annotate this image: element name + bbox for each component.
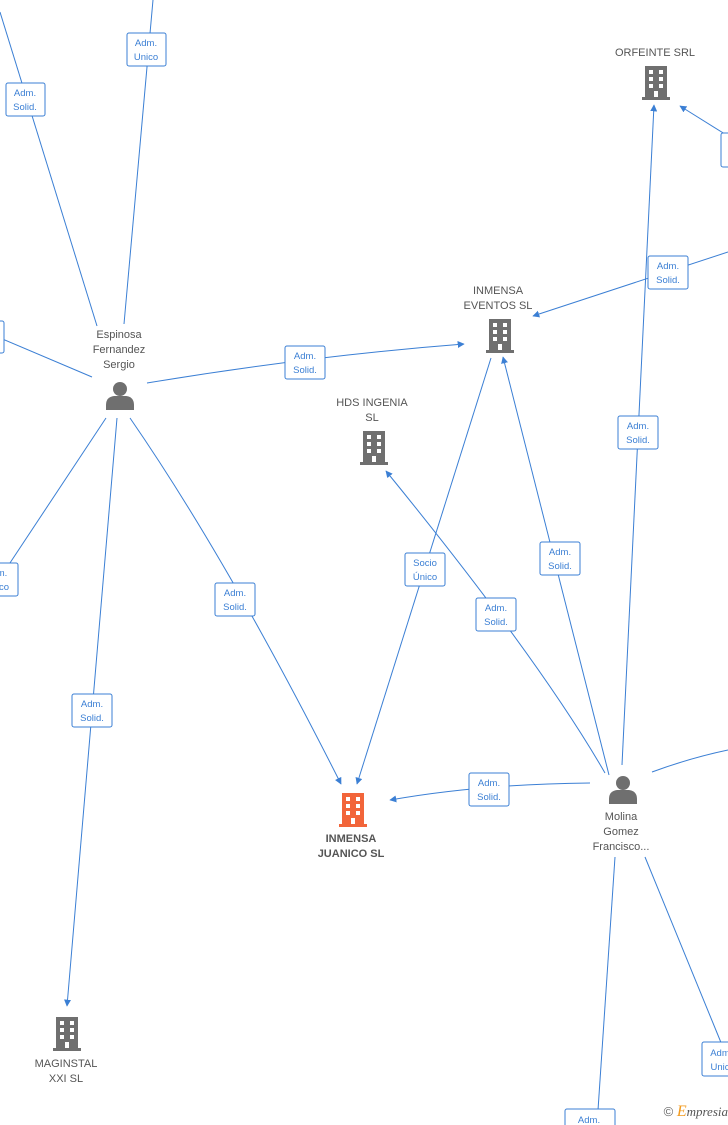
person-icon [106, 382, 134, 410]
node-label-line-1: MAGINSTAL [35, 1058, 98, 1070]
edge-label-line-1: m. [0, 568, 7, 579]
edge-label-line-1: Adm. [627, 421, 649, 432]
edge-label-line-2: Solid. [223, 602, 247, 613]
edge-molina-to-offscreen-bottom [596, 856, 616, 1125]
node-label-line-1: Espinosa [96, 329, 142, 341]
edge-label-line-2: Solid. [293, 365, 317, 376]
edge-label-adm-solid-molina-hds[interactable]: Adm. Solid. [475, 597, 517, 632]
node-espinosa-fernandez-sergio[interactable]: Espinosa Fernandez Sergio [93, 329, 146, 410]
edge-molina-to-offscreen-right [651, 749, 728, 773]
edge-labels: Adm. Unico Adm. Solid. Adm. Solid. Adm. … [0, 32, 728, 1125]
building-icon [642, 66, 670, 100]
edge-label-line-1: Adm. [14, 88, 36, 99]
edge-label-line-1: Adm. [135, 38, 157, 49]
edge-label-line-2: Solid. [626, 435, 650, 446]
edge-label-adm-solid-espinosa-maginstal[interactable]: Adm. Solid. [71, 693, 113, 728]
edge-offscreen-to-inmensa-eventos [532, 251, 728, 318]
edge-label-line-1: Adm. [549, 547, 571, 558]
node-label-line-1: Molina [605, 811, 638, 823]
copyright-symbol: © [663, 1104, 674, 1119]
building-icon [486, 319, 514, 353]
edge-label-line-2: Solid. [477, 792, 501, 803]
edge-label-adm-solid-top-left[interactable]: Adm. Solid. [5, 82, 46, 117]
edge-label-adm-solid-molina-juanico[interactable]: Adm. Solid. [468, 772, 510, 807]
edge-label-line-2: Solid. [13, 102, 37, 113]
edge-label-partial-left[interactable] [0, 320, 5, 354]
edge-label-line-1: Adm. [478, 778, 500, 789]
edge-label-line-1: Adm. [224, 588, 246, 599]
edge-label-partial-top-right[interactable] [720, 132, 728, 168]
node-inmensa-juanico-sl[interactable]: INMENSA JUANICO SL [318, 793, 385, 860]
edge-label-line-1: Adm. [578, 1115, 600, 1125]
building-icon [360, 431, 388, 465]
edge-molina-to-offscreen-lower-right [644, 856, 723, 1046]
edge-label-adm-solid-molina-orfeinte[interactable]: Adm. Solid. [617, 415, 659, 450]
node-label-line-3: Francisco... [593, 841, 650, 853]
node-label-line-3: Sergio [103, 359, 135, 371]
node-label: ORFEINTE SRL [615, 47, 695, 59]
edge-offscreen-to-orfeinte [679, 105, 728, 137]
node-molina-gomez-francisco[interactable]: Molina Gomez Francisco... [593, 776, 650, 853]
building-icon [53, 1017, 81, 1051]
edge-label-line-2: Unico [134, 52, 158, 63]
edge-label-line-2: co [0, 582, 9, 593]
brand-logo-e: E [676, 1103, 687, 1120]
edge-label-line-2: Único [413, 572, 437, 583]
edge-label-partial-lower-left[interactable]: m. co [0, 562, 19, 597]
edge-label-adm-unico-top[interactable]: Adm. Unico [126, 32, 167, 67]
person-icon [609, 776, 637, 804]
node-maginstal-xxi-sl[interactable]: MAGINSTAL XXI SL [35, 1017, 98, 1085]
node-inmensa-eventos-sl[interactable]: INMENSA EVENTOS SL [464, 285, 533, 353]
edge-label-adm-solid-espinosa-juanico[interactable]: Adm. Solid. [214, 582, 256, 617]
edge-offscreen-to-espinosa-top-left [0, 11, 98, 327]
node-label-line-2: JUANICO SL [318, 848, 385, 860]
edge-label-line-2: Solid. [484, 617, 508, 628]
edge-label-partial-lower-right[interactable]: Adm Unic [701, 1041, 728, 1077]
edge-label-line-2: Solid. [80, 713, 104, 724]
edge-label-line-1: Adm. [657, 261, 679, 272]
edge-label-line-1: Adm. [294, 351, 316, 362]
edge-label-adm-solid-molina-eventos[interactable]: Adm. Solid. [539, 541, 581, 576]
edge-label-line-1: Adm. [81, 699, 103, 710]
nodes: ORFEINTE SRL INMENSA EVENTOS SL [35, 47, 695, 1085]
node-label-line-2: EVENTOS SL [464, 300, 533, 312]
edge-label-line-2: Solid. [656, 275, 680, 286]
node-label-line-2: SL [365, 412, 378, 424]
node-label-line-2: Fernandez [93, 344, 146, 356]
edge-label-line-2: Solid. [548, 561, 572, 572]
node-orfeinte-srl[interactable]: ORFEINTE SRL [615, 47, 695, 100]
edge-label-adm-solid-espinosa-eventos[interactable]: Adm. Solid. [284, 345, 326, 380]
edge-molina-to-hds [385, 470, 606, 774]
brand-footer[interactable]: © Empresia [664, 1103, 728, 1121]
node-label-line-1: INMENSA [473, 285, 524, 297]
edge-label-line-2: Unic [710, 1062, 728, 1073]
node-label-line-1: INMENSA [326, 833, 377, 845]
edge-label-line-1: Adm [710, 1048, 728, 1059]
edge-label-line-1: Adm. [485, 603, 507, 614]
edge-offscreen-to-espinosa-left [0, 337, 93, 378]
edge-espinosa-to-juanico [129, 417, 342, 785]
node-label-line-1: HDS INGENIA [336, 397, 408, 409]
building-icon-focus [339, 793, 367, 827]
edge-label-line-1: Socio [413, 558, 437, 569]
edge-label-socio-unico[interactable]: Socio Único [404, 552, 446, 587]
node-label-line-2: XXI SL [49, 1073, 83, 1085]
brand-name: mpresia [686, 1104, 728, 1119]
edge-label-adm-solid-right-eventos[interactable]: Adm. Solid. [647, 255, 689, 290]
edge-label-partial-bottom[interactable]: Adm. [564, 1108, 616, 1125]
node-label-line-2: Gomez [603, 826, 638, 838]
edge-espinosa-to-offscreen-lower-left [0, 417, 107, 579]
node-hds-ingenia-sl[interactable]: HDS INGENIA SL [336, 397, 408, 465]
